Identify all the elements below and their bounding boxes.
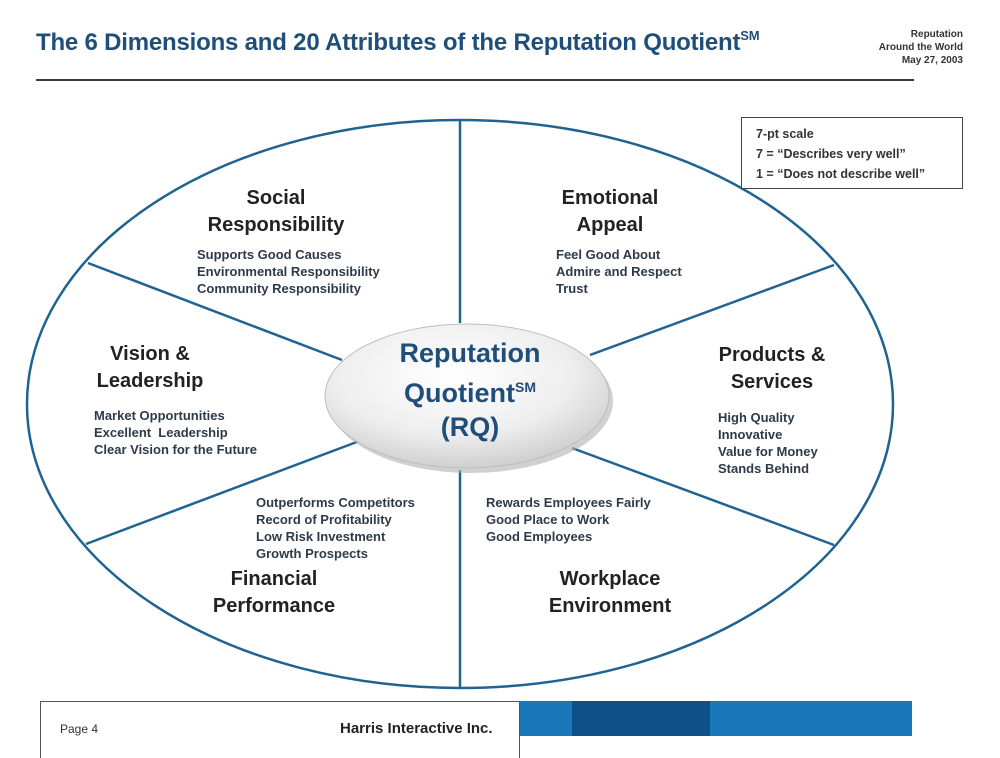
header-divider: [36, 79, 914, 81]
spoke-lower-right: [571, 446, 835, 547]
dimension-name-line2: Responsibility: [207, 214, 345, 236]
spoke-upper-right: [589, 263, 835, 357]
page-title: The 6 Dimensions and 20 Attributes of th…: [36, 28, 760, 57]
dimension-name-line1: Emotional: [561, 187, 659, 209]
meta-report-subtitle: Around the World: [878, 42, 963, 53]
attribute-item: Environmental Responsibility: [197, 264, 380, 279]
attribute-item: Supports Good Causes: [197, 247, 342, 262]
legend-high: 7 = “Describes very well”: [756, 147, 906, 161]
dimension-name-line1: Financial: [230, 568, 318, 590]
dimension-name-line2: Appeal: [576, 214, 644, 236]
attribute-item: Feel Good About: [556, 247, 661, 262]
attribute-item: Excellent Leadership: [94, 425, 228, 440]
attribute-item: Community Responsibility: [197, 281, 361, 296]
dimension-name-line1: Workplace: [559, 568, 661, 590]
attribute-item: Innovative: [718, 427, 783, 442]
scale-legend: 7-pt scale 7 = “Describes very well” 1 =…: [741, 117, 963, 189]
footer-frame: [40, 701, 520, 758]
attribute-item: Value for Money: [718, 444, 818, 459]
attribute-item: Market Opportunities: [94, 408, 225, 423]
dimension-vision-leadership: Vision & Leadership: [80, 341, 220, 395]
attributes-vision-leadership: Market Opportunities Excellent Leadershi…: [94, 407, 257, 458]
company-name: Harris Interactive Inc.: [340, 720, 493, 737]
center-line-rq: (RQ): [440, 412, 500, 442]
attribute-item: Good Employees: [486, 529, 593, 544]
dimension-emotional-appeal: Emotional Appeal: [540, 185, 680, 239]
spoke-lower-left: [85, 438, 363, 546]
attribute-item: High Quality: [718, 410, 795, 425]
legend-low: 1 = “Does not describe well”: [756, 167, 926, 181]
dimension-name-line2: Environment: [548, 595, 672, 617]
attribute-item: Low Risk Investment: [256, 529, 386, 544]
attribute-item: Stands Behind: [718, 461, 810, 476]
legend-scale: 7-pt scale: [756, 127, 814, 141]
page-number: Page 4: [60, 722, 99, 736]
dimension-name-line1: Social: [246, 187, 306, 209]
attributes-emotional-appeal: Feel Good About Admire and Respect Trust: [556, 246, 682, 297]
footer-color-bar-segment: [572, 701, 710, 736]
dimension-name-line2: Performance: [212, 595, 336, 617]
dimension-financial-performance: Financial Performance: [194, 566, 354, 620]
attributes-financial-performance: Outperforms Competitors Record of Profit…: [256, 494, 415, 562]
header-meta: Reputation Around the World May 27, 2003: [879, 28, 963, 67]
attribute-item: Good Place to Work: [486, 512, 610, 527]
center-line-quotient: QuotientSM: [330, 370, 610, 410]
attribute-item: Trust: [556, 281, 588, 296]
attribute-item: Clear Vision for the Future: [94, 442, 258, 457]
attribute-item: Admire and Respect: [556, 264, 682, 279]
dimension-social-responsibility: Social Responsibility: [196, 185, 356, 239]
attribute-item: Growth Prospects: [256, 546, 368, 561]
footer-color-bar-segment: [710, 701, 912, 736]
inner-ellipse: [324, 323, 610, 469]
dimension-name-line1: Products &: [718, 344, 826, 366]
attributes-workplace-environment: Rewards Employees Fairly Good Place to W…: [486, 494, 651, 545]
attributes-social-responsibility: Supports Good Causes Environmental Respo…: [197, 246, 380, 297]
dimension-name-line2: Services: [730, 371, 814, 393]
attribute-item: Outperforms Competitors: [256, 495, 415, 510]
meta-report-name: Reputation: [910, 29, 963, 40]
dimension-products-services: Products & Services: [702, 342, 842, 396]
center-line-reputation: Reputation: [399, 338, 541, 368]
spoke-upper-left: [87, 261, 343, 362]
center-service-mark: SM: [514, 379, 536, 395]
dimension-workplace-environment: Workplace Environment: [530, 566, 690, 620]
center-quotient-text: Quotient: [404, 378, 515, 408]
service-mark: SM: [740, 28, 760, 43]
dimension-name-line2: Leadership: [96, 370, 204, 392]
page-title-text: The 6 Dimensions and 20 Attributes of th…: [36, 29, 741, 56]
attribute-item: Rewards Employees Fairly: [486, 495, 651, 510]
dimension-name-line1: Vision &: [110, 343, 190, 365]
rq-center-label: Reputation QuotientSM (RQ): [330, 336, 610, 444]
attributes-products-services: High Quality Innovative Value for Money …: [718, 409, 818, 477]
footer-color-bar-segment: [520, 701, 572, 736]
attribute-item: Record of Profitability: [256, 512, 392, 527]
meta-date: May 27, 2003: [901, 55, 963, 66]
